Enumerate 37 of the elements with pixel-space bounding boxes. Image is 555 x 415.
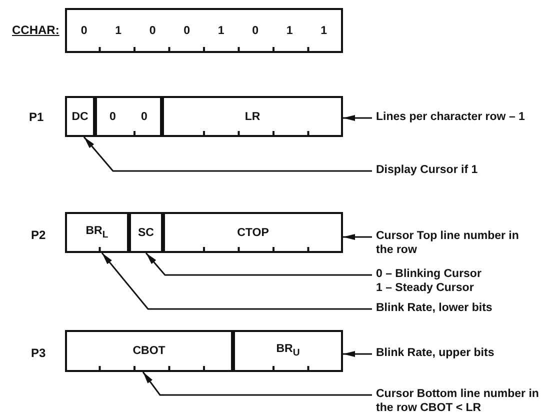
description-text: Lines per character row – 1 — [376, 110, 551, 126]
register-field: LR — [162, 96, 343, 137]
description-text: Display Cursor if 1 — [376, 163, 551, 179]
description-text: Blink Rate, upper bits — [376, 346, 551, 362]
register-field: BR$_{U}$ — [233, 330, 343, 372]
bit-value: 0 — [141, 110, 148, 122]
leader-arrow — [101, 252, 372, 310]
register-field — [95, 96, 162, 137]
description-text: 0 – Blinking Cursor 1 – Steady Cursor — [376, 267, 551, 297]
leader-arrow — [343, 234, 372, 240]
register-field: CBOT — [65, 330, 233, 372]
register-field: DC — [65, 96, 95, 137]
leader-arrow — [142, 372, 372, 396]
bit-value: 1 — [218, 24, 224, 36]
bit-value: 0 — [184, 24, 190, 36]
register-field — [65, 8, 343, 53]
bit-value: 0 — [252, 24, 259, 36]
leader-arrow — [83, 136, 372, 172]
description-text: Blink Rate, lower bits — [376, 301, 551, 317]
description-text: Cursor Bottom line number in the row CBOT < LR — [376, 387, 551, 415]
register-name: CCHAR: — [12, 23, 60, 37]
parameter-name: P1 — [29, 110, 44, 124]
leader-arrow — [145, 252, 372, 276]
bit-value: 0 — [80, 24, 88, 36]
bit-value: 0 — [110, 110, 116, 122]
parameter-name: P3 — [31, 346, 46, 360]
register-field: SC — [129, 212, 163, 253]
bit-value: 1 — [320, 24, 328, 36]
bit-value: 1 — [115, 24, 122, 36]
leader-arrow — [343, 115, 372, 121]
register-field: BR$_{L}$ — [65, 212, 129, 253]
bit-value: 1 — [286, 24, 293, 36]
parameter-name: P2 — [31, 228, 46, 242]
leader-arrow — [343, 351, 372, 357]
register-field: CTOP — [163, 212, 343, 253]
description-text: Cursor Top line number in the row — [376, 229, 526, 259]
bit-value: 0 — [149, 24, 156, 36]
